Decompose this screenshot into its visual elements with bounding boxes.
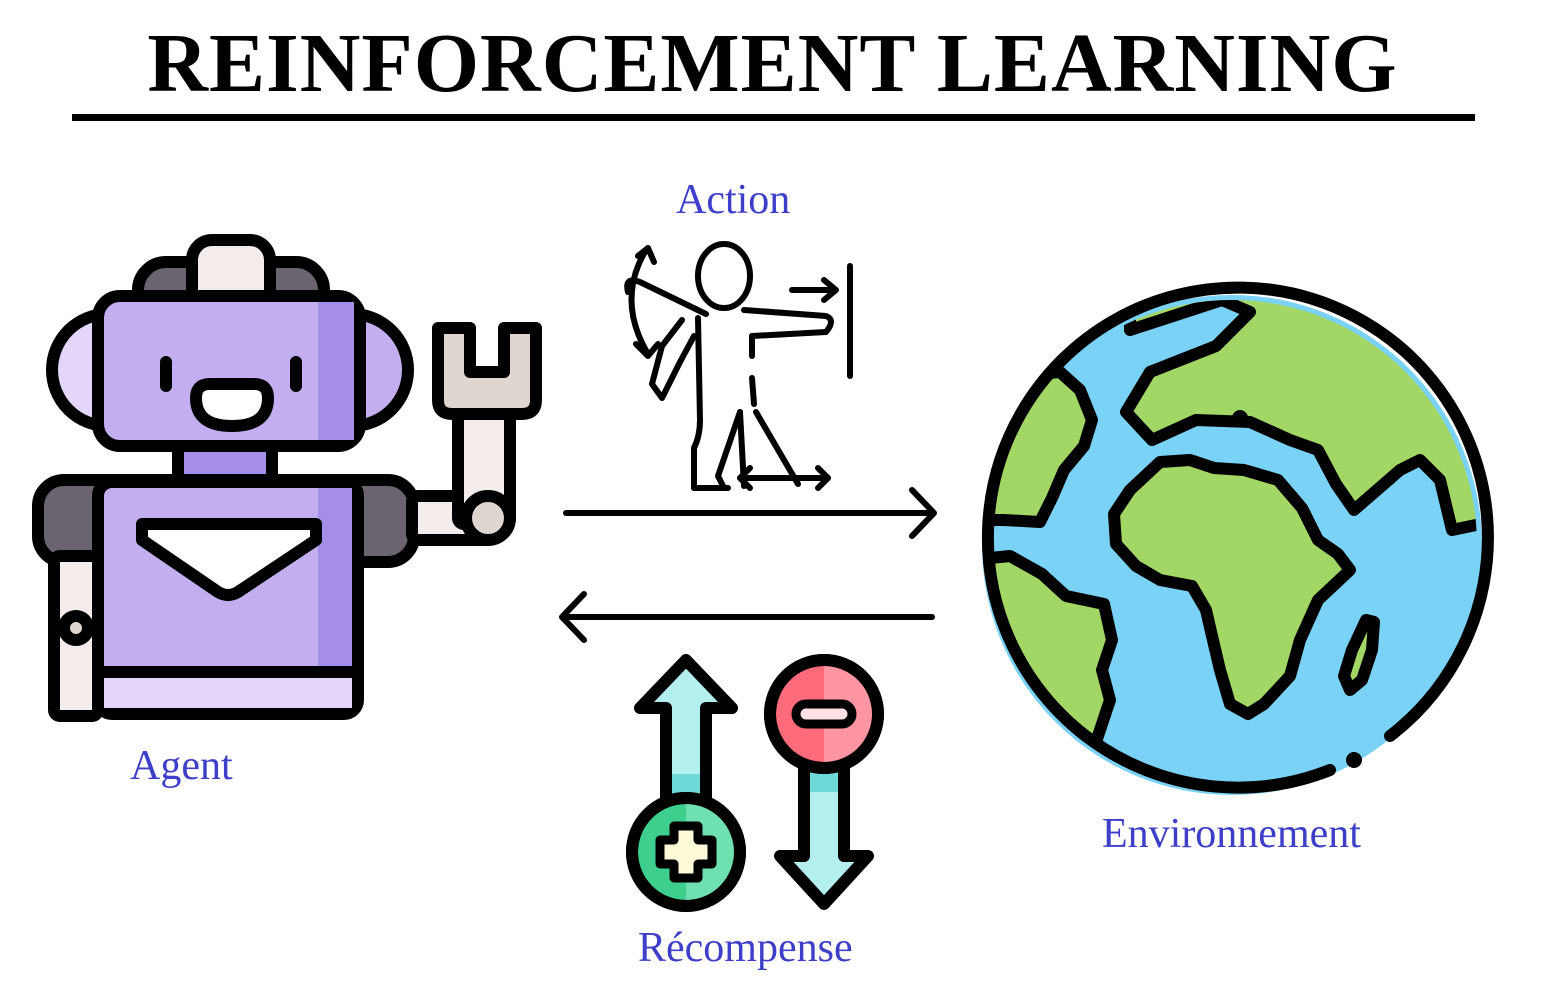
diagram-title: REINFORCEMENT LEARNING — [147, 17, 1398, 110]
robot-icon — [32, 234, 542, 722]
reward-arrow — [559, 591, 935, 643]
environment-label: Environnement — [1102, 811, 1361, 857]
minus-down-arrow-icon — [764, 654, 884, 910]
earth-globe-icon — [981, 281, 1494, 795]
action-arrow — [563, 487, 937, 539]
title-underline — [72, 114, 1475, 121]
plus-up-arrow-icon — [626, 654, 746, 912]
archer-icon — [624, 241, 853, 491]
reward-label: Récompense — [638, 925, 853, 971]
agent-label: Agent — [130, 743, 233, 789]
action-label: Action — [676, 177, 791, 223]
